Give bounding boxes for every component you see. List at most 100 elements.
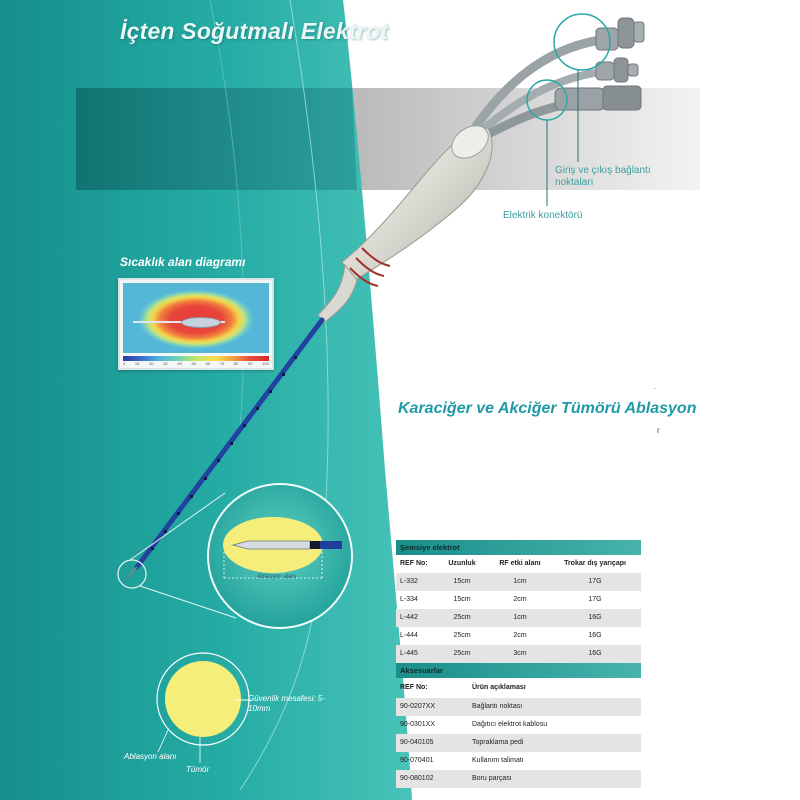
table-header: REF No:	[400, 560, 428, 567]
deco-curve-2	[209, 0, 245, 431]
heat-tick: 0	[123, 361, 126, 366]
tumor-circle	[165, 661, 241, 737]
needle-markings	[151, 356, 297, 550]
table-header: Trokar dış yarıçapı	[564, 560, 626, 567]
table-row: 90-080102 Boru parçası	[396, 770, 641, 788]
table-row: 90-070401 Kullanım talimatı	[396, 752, 641, 770]
handle-rings	[349, 247, 391, 287]
callout-electric-label: Elektrik konektörü	[503, 210, 583, 221]
table-header-row: REF No: Uzunluk RF etki alanı Trokar dış…	[396, 555, 641, 573]
page-title: İçten Soğutmalı Elektrot	[120, 18, 389, 44]
table-cell: 17G	[588, 578, 602, 585]
table-cell: L-442	[400, 614, 418, 621]
ablation-area-label: Ablasyon alanı	[124, 752, 177, 761]
safety-margin-circle	[156, 652, 250, 746]
umbrella-electrode-table: Şemsiye elektrot REF No: Uzunluk RF etki…	[396, 540, 641, 663]
table-cell: 25cm	[453, 650, 471, 657]
table-header: RF etki alanı	[499, 560, 541, 567]
accessories-table: Aksesuarlar REF No: Ürün açıklaması 90-0…	[396, 663, 641, 788]
table-title: Aksesuarlar	[396, 663, 641, 678]
heat-electrode-tip	[181, 317, 221, 328]
tumor-label: Tümör	[186, 765, 210, 774]
heat-diagram: 0 10 20 30 40 50 60 70 80 90 100	[118, 278, 274, 370]
table-row: L-332 15cm 1cm 17G	[396, 573, 641, 591]
table-cell: 90-080102	[400, 775, 434, 782]
grey-band	[350, 88, 700, 190]
table-row: 90-040105 Topraklama pedi	[396, 734, 641, 752]
heat-tick: 40	[177, 361, 182, 366]
table-cell: 17G	[588, 596, 602, 603]
table-cell: 3cm	[513, 650, 527, 657]
heat-color-scale	[123, 356, 269, 361]
cable-1	[465, 35, 605, 140]
table-cell: L-444	[400, 632, 418, 639]
table-cell: 90-040105	[400, 739, 434, 746]
table-cell: 25cm	[453, 632, 471, 639]
table-header: REF No:	[400, 684, 428, 691]
table-header: Uzunluk	[448, 560, 476, 567]
table-cell: Bağlantı noktası	[472, 703, 523, 710]
table-row: L-445 25cm 3cm 16G	[396, 645, 641, 663]
table-cell: 16G	[588, 632, 602, 639]
table-cell: Kullanım talimatı	[472, 757, 524, 764]
deco-curve	[239, 0, 329, 791]
table-cell: 15cm	[453, 596, 471, 603]
heat-tick: 80	[233, 361, 239, 366]
table-row: 90-0301XX Dağıtıcı elektrot kablosu	[396, 716, 641, 734]
table-title: Şemsiye elektrot	[396, 540, 641, 555]
callout-ports-label: Giriş ve çıkış bağlantı noktaları	[555, 165, 651, 188]
stray-char: r	[657, 426, 660, 435]
zoom-ablation-label: Ablasyon alanı	[257, 574, 297, 580]
handle-cap	[451, 125, 489, 159]
heat-tick: 20	[149, 361, 154, 366]
safety-margin-label: Güvenlik mesafesi: 5-10mm	[248, 694, 325, 713]
table-cell: 15cm	[453, 578, 471, 585]
table-row: L-334 15cm 2cm 17G	[396, 591, 641, 609]
table-cell: 90-0207XX	[400, 703, 436, 710]
table-cell: 1cm	[513, 578, 527, 585]
table-cell: 2cm	[513, 632, 527, 639]
table-cell: Topraklama pedi	[472, 739, 524, 746]
spec-tables: Şemsiye elektrot REF No: Uzunluk RF etki…	[396, 540, 641, 788]
table-cell: L-445	[400, 650, 418, 657]
heat-diagram-title: Sıcaklık alan diagramı	[120, 255, 246, 269]
handle-neck	[317, 263, 358, 323]
connector-electric	[554, 85, 642, 111]
electrode-needle	[134, 317, 325, 570]
heat-tick: 50	[191, 361, 196, 366]
ablation-leader	[157, 729, 169, 753]
table-header-row: REF No: Ürün açıklaması	[396, 678, 641, 698]
table-cell: 16G	[588, 614, 602, 621]
heat-tick: 30	[163, 361, 168, 366]
zoom-line-top	[129, 492, 226, 561]
heat-tick: 60	[205, 361, 211, 366]
subtitle: Karaciğer ve Akciğer Tümörü Ablasyon	[398, 400, 697, 417]
zoom-needle-collar	[310, 541, 320, 549]
table-cell: Boru parçası	[472, 775, 512, 782]
heat-tick: 10	[134, 361, 140, 366]
zoom-dimension-lines	[223, 552, 323, 579]
heat-map	[123, 283, 269, 353]
heat-tick: 70	[219, 361, 225, 366]
table-cell: 25cm	[453, 614, 471, 621]
heat-scale-ticks: 0 10 20 30 40 50 60 70 80 90 100	[123, 361, 269, 367]
needle-tip	[125, 566, 138, 581]
table-header: Ürün açıklaması	[472, 684, 526, 691]
stray-dot: .	[654, 382, 657, 391]
table-cell: L-334	[400, 596, 418, 603]
heat-tick: 90	[248, 361, 253, 366]
table-cell: Dağıtıcı elektrot kablosu	[472, 721, 548, 728]
heat-needle	[133, 321, 225, 323]
table-cell: 90-070401	[400, 757, 434, 764]
table-cell: 90-0301XX	[400, 721, 436, 728]
table-row: 90-0207XX Bağlantı noktası	[396, 698, 641, 716]
callout-circle-ports	[553, 13, 611, 71]
table-cell: 2cm	[513, 596, 527, 603]
heat-tick: 100	[262, 361, 269, 366]
zoom-needle-shaft	[320, 541, 342, 549]
table-row: L-442 25cm 1cm 16G	[396, 609, 641, 627]
tip-circle	[117, 559, 147, 589]
table-cell: 16G	[588, 650, 602, 657]
